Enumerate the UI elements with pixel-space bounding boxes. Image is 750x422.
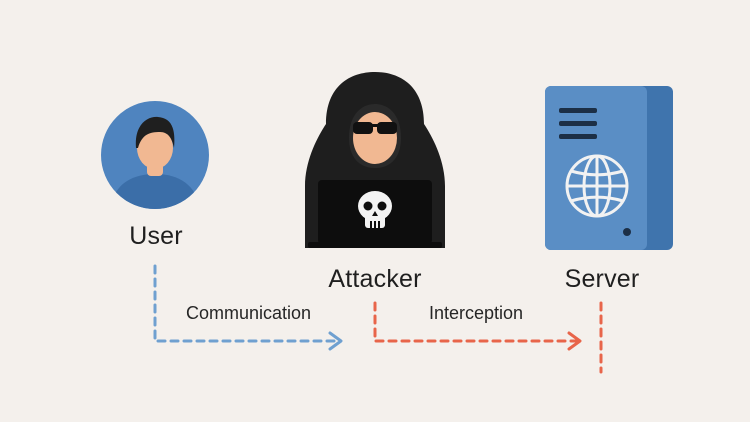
server-icon xyxy=(545,86,673,250)
communication-label: Communication xyxy=(185,303,312,323)
user-label: User xyxy=(129,222,183,250)
server-label: Server xyxy=(564,265,640,293)
globe-icon xyxy=(565,154,629,218)
skull-icon xyxy=(358,191,392,228)
interception-label: Interception xyxy=(428,303,524,323)
hooded-hacker-icon xyxy=(305,72,445,248)
attacker-label: Attacker xyxy=(328,265,422,293)
user-avatar-icon xyxy=(101,101,209,209)
communication-arrow xyxy=(153,264,343,351)
interception-arrow xyxy=(373,301,582,351)
